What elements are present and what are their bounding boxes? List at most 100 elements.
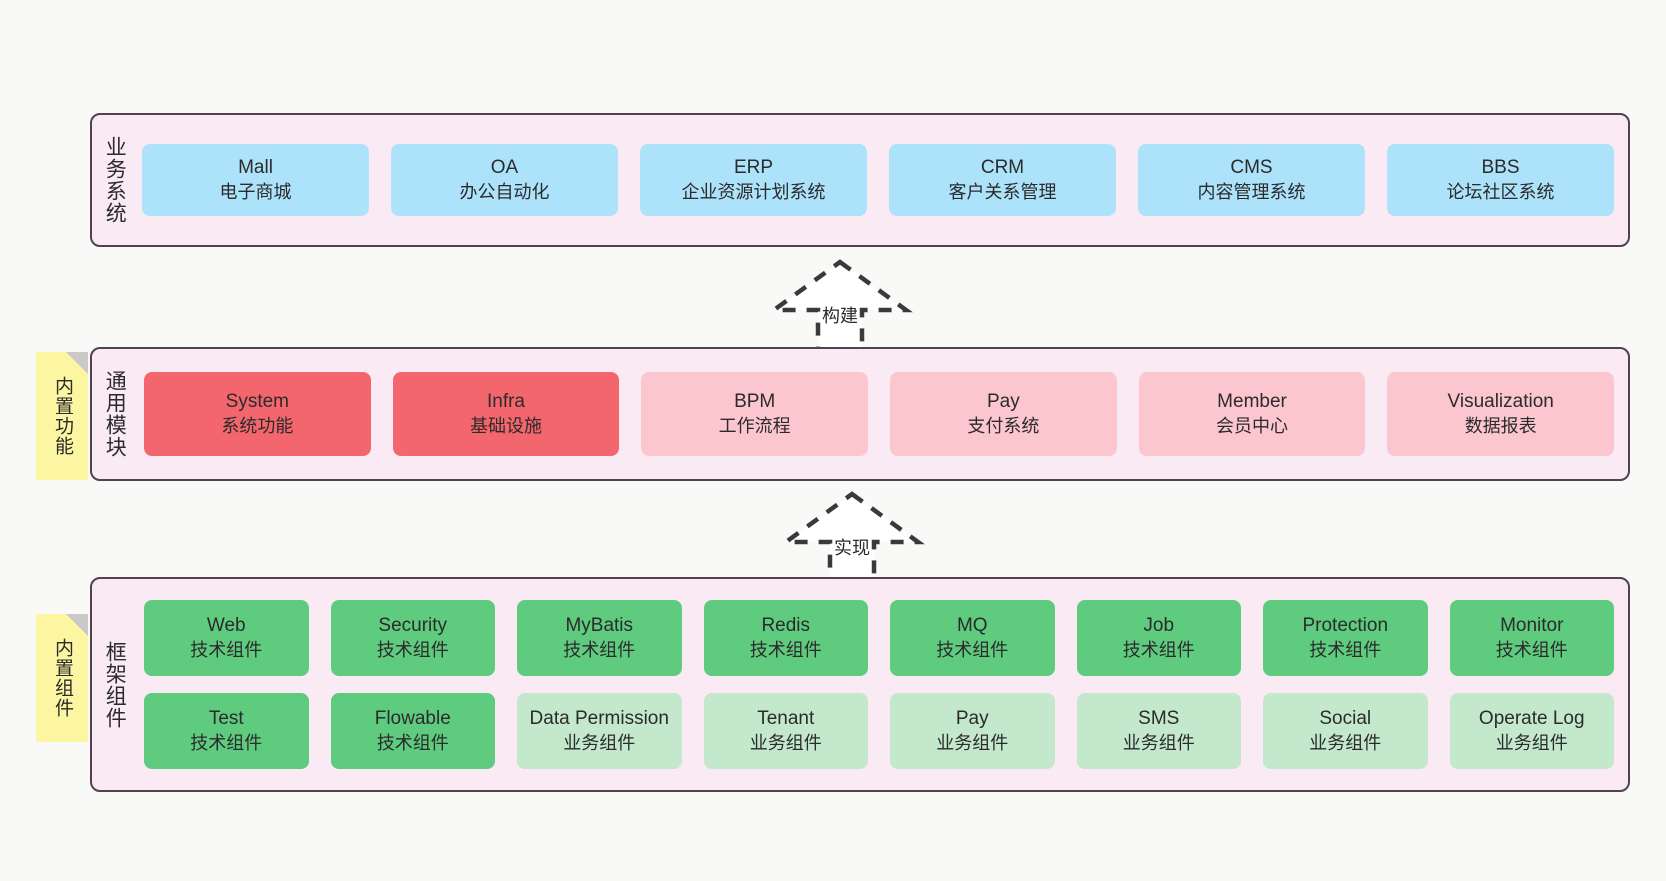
card-flowable[interactable]: Flowable 技术组件	[330, 693, 495, 769]
card-title: Web	[206, 614, 246, 636]
note-fold-corner-icon	[66, 352, 88, 374]
card-subtitle: 业务组件	[749, 732, 822, 753]
card-member[interactable]: Member 会员中心	[1138, 372, 1366, 456]
card-subtitle: 业务组件	[1122, 732, 1195, 753]
card-title: Job	[1143, 614, 1175, 636]
card-subtitle: 工作流程	[718, 415, 791, 436]
card-subtitle: 数据报表	[1464, 415, 1537, 436]
card-cms[interactable]: CMS 内容管理系统	[1138, 144, 1365, 216]
card-subtitle: 会员中心	[1216, 415, 1289, 436]
generalization-arrow-realize: 实现	[772, 490, 932, 593]
card-row: System 系统功能 Infra 基础设施 BPM 工作流程 Pay 支付系统…	[144, 372, 1615, 456]
card-title: Flowable	[374, 707, 451, 729]
card-subtitle: 论坛社区系统	[1446, 181, 1555, 202]
card-security[interactable]: Security 技术组件	[330, 600, 495, 676]
card-infra[interactable]: Infra 基础设施	[392, 372, 620, 456]
card-row: Mall 电子商城 OA 办公自动化 ERP 企业资源计划系统 CRM 客户关系…	[142, 144, 1614, 216]
card-subtitle: 技术组件	[190, 732, 263, 753]
card-title: Visualization	[1447, 390, 1554, 412]
card-operate-log[interactable]: Operate Log 业务组件	[1449, 693, 1614, 769]
layer-cards-framework: Web 技术组件 Security 技术组件 MyBatis 技术组件 Redi…	[136, 579, 1628, 790]
card-sms[interactable]: SMS 业务组件	[1076, 693, 1241, 769]
card-subtitle: 办公自动化	[459, 181, 550, 202]
card-title: Social	[1319, 707, 1372, 729]
card-title: CMS	[1230, 156, 1273, 178]
card-subtitle: 技术组件	[1122, 639, 1195, 660]
card-subtitle: 业务组件	[1309, 732, 1382, 753]
card-subtitle: 业务组件	[1495, 732, 1568, 753]
card-subtitle: 客户关系管理	[948, 181, 1057, 202]
card-title: Security	[378, 614, 448, 636]
note-label: 内置功能	[52, 376, 74, 456]
note-label: 内置组件	[52, 638, 74, 718]
card-title: Pay	[955, 707, 989, 729]
card-title: OA	[490, 156, 519, 178]
card-social[interactable]: Social 业务组件	[1263, 693, 1428, 769]
card-title: System	[225, 390, 290, 412]
card-protection[interactable]: Protection 技术组件	[1263, 600, 1428, 676]
card-visualization[interactable]: Visualization 数据报表	[1387, 372, 1615, 456]
card-row: Web 技术组件 Security 技术组件 MyBatis 技术组件 Redi…	[144, 600, 1614, 676]
card-crm[interactable]: CRM 客户关系管理	[889, 144, 1116, 216]
card-title: MQ	[956, 614, 988, 636]
card-system[interactable]: System 系统功能	[144, 372, 371, 456]
card-test[interactable]: Test 技术组件	[144, 693, 309, 769]
card-subtitle: 企业资源计划系统	[681, 181, 826, 202]
card-erp[interactable]: ERP 企业资源计划系统	[640, 144, 867, 216]
card-title: BBS	[1481, 156, 1520, 178]
card-subtitle: 技术组件	[376, 732, 449, 753]
card-subtitle: 业务组件	[936, 732, 1009, 753]
generalization-arrow-build: 构建	[760, 258, 920, 361]
card-title: Protection	[1302, 614, 1389, 636]
layer-framework-components: 框架组件 Web 技术组件 Security 技术组件 MyBatis 技术组件…	[90, 577, 1630, 792]
card-pay-biz[interactable]: Pay 业务组件	[890, 693, 1055, 769]
note-builtin-features: 内置功能	[36, 352, 88, 480]
layer-title-framework: 框架组件	[103, 640, 127, 729]
note-fold-corner-icon	[66, 614, 88, 636]
card-subtitle: 技术组件	[1495, 639, 1568, 660]
card-oa[interactable]: OA 办公自动化	[391, 144, 618, 216]
card-title: Tenant	[757, 707, 815, 729]
card-subtitle: 内容管理系统	[1197, 181, 1306, 202]
card-title: Redis	[761, 614, 811, 636]
note-builtin-components: 内置组件	[36, 614, 88, 742]
card-bbs[interactable]: BBS 论坛社区系统	[1387, 144, 1614, 216]
card-bpm[interactable]: BPM 工作流程	[641, 372, 869, 456]
card-subtitle: 技术组件	[563, 639, 636, 660]
card-web[interactable]: Web 技术组件	[144, 600, 309, 676]
card-title: Operate Log	[1478, 707, 1585, 729]
card-title: Member	[1217, 390, 1287, 412]
card-title: ERP	[733, 156, 774, 178]
card-mall[interactable]: Mall 电子商城	[142, 144, 369, 216]
card-subtitle: 技术组件	[936, 639, 1009, 660]
layer-cards-business: Mall 电子商城 OA 办公自动化 ERP 企业资源计划系统 CRM 客户关系…	[136, 115, 1628, 245]
card-title: CRM	[980, 156, 1025, 178]
layer-title-common: 通用模块	[103, 370, 127, 458]
card-mybatis[interactable]: MyBatis 技术组件	[517, 600, 682, 676]
layer-business-systems: 业务系统 Mall 电子商城 OA 办公自动化 ERP 企业资源计划系统 CRM…	[90, 113, 1630, 247]
card-subtitle: 技术组件	[1309, 639, 1382, 660]
card-title: Monitor	[1500, 614, 1564, 636]
card-monitor[interactable]: Monitor 技术组件	[1449, 600, 1614, 676]
card-subtitle: 技术组件	[749, 639, 822, 660]
card-subtitle: 业务组件	[563, 732, 636, 753]
card-subtitle: 技术组件	[376, 639, 449, 660]
card-data-permission[interactable]: Data Permission 业务组件	[517, 693, 682, 769]
card-subtitle: 支付系统	[967, 415, 1040, 436]
card-mq[interactable]: MQ 技术组件	[890, 600, 1055, 676]
card-title: Mall	[238, 156, 273, 178]
card-title: Pay	[986, 390, 1020, 412]
card-title: Test	[208, 707, 244, 729]
card-job[interactable]: Job 技术组件	[1076, 600, 1241, 676]
layer-cards-common: System 系统功能 Infra 基础设施 BPM 工作流程 Pay 支付系统…	[136, 349, 1628, 479]
layer-common-modules: 通用模块 System 系统功能 Infra 基础设施 BPM 工作流程 Pay…	[90, 347, 1630, 481]
card-tenant[interactable]: Tenant 业务组件	[703, 693, 868, 769]
card-pay[interactable]: Pay 支付系统	[890, 372, 1117, 456]
card-subtitle: 基础设施	[470, 415, 542, 436]
card-redis[interactable]: Redis 技术组件	[703, 600, 868, 676]
card-title: BPM	[734, 390, 776, 412]
card-subtitle: 系统功能	[221, 415, 294, 436]
card-title: MyBatis	[565, 614, 634, 636]
card-title: Data Permission	[529, 707, 669, 729]
card-subtitle: 技术组件	[190, 639, 263, 660]
